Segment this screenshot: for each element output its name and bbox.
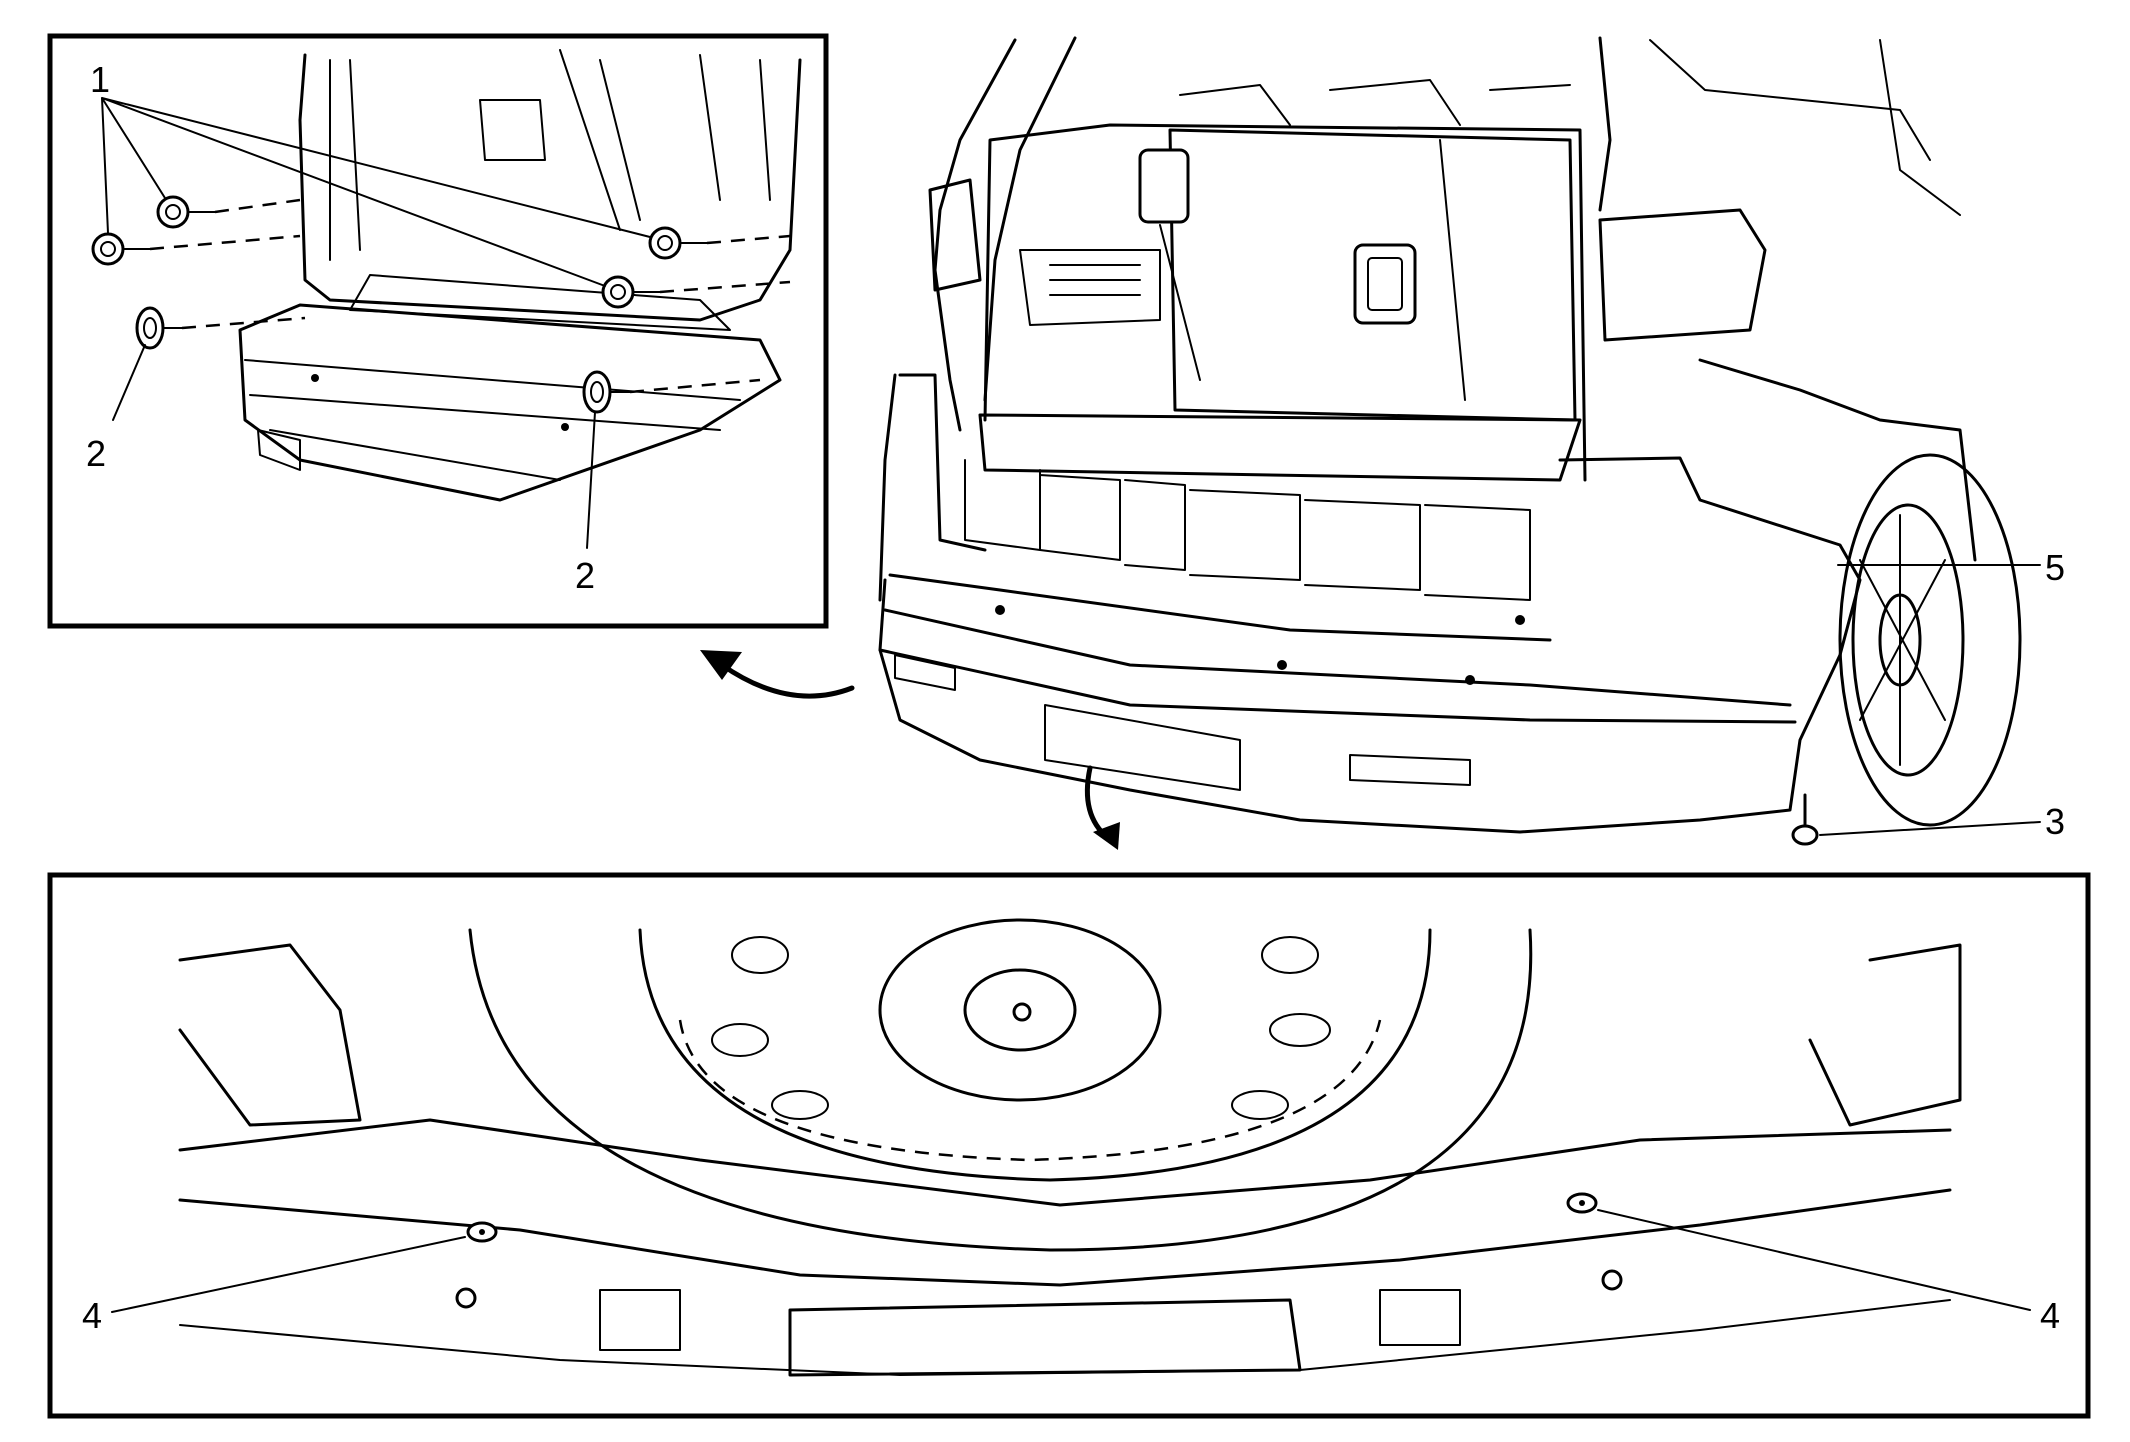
rim-hole xyxy=(771,1090,829,1120)
spare-tire-outer xyxy=(468,928,1533,1252)
seatbelt xyxy=(1159,224,1201,381)
callout-2a: 2 xyxy=(86,433,106,474)
right-pillar xyxy=(1598,36,1612,212)
vehicle-rear-view: 5 3 xyxy=(878,36,2065,846)
leader-line-2a xyxy=(112,344,146,421)
roof-lines xyxy=(1649,39,1961,216)
trim-vents xyxy=(1049,264,1141,296)
inset-frame xyxy=(47,33,829,629)
callout-2b: 2 xyxy=(575,555,595,596)
fascia-upper-crease xyxy=(888,573,1552,642)
headrests xyxy=(1179,79,1571,126)
energy-absorber xyxy=(964,459,1531,601)
left-tail-lamp xyxy=(928,178,982,292)
fastener-4b xyxy=(1566,1192,1598,1214)
spare-hold-down xyxy=(1012,1002,1032,1022)
side-trim-panel xyxy=(479,99,546,161)
seat-split-line xyxy=(1439,139,1466,401)
fastener-1a xyxy=(156,195,216,229)
leader-line-3 xyxy=(1819,821,2041,836)
leader-line-4b xyxy=(1597,1209,2031,1311)
park-sensor xyxy=(995,605,1005,615)
cargo-interior-lines xyxy=(329,49,771,261)
left-trim-panel xyxy=(1019,249,1161,326)
rim-hole xyxy=(1231,1090,1289,1120)
rear-tire xyxy=(1838,453,2022,827)
left-reflector xyxy=(894,654,956,691)
spare-center xyxy=(963,968,1077,1052)
align-line xyxy=(659,280,791,294)
fascia-step xyxy=(883,608,1792,707)
align-line xyxy=(706,234,791,245)
right-frame-rail xyxy=(1808,943,1962,1127)
quarter-panel xyxy=(1698,358,1977,562)
park-sensor xyxy=(1465,675,1475,685)
fastener-1d xyxy=(601,275,661,309)
rim-hole xyxy=(1269,1013,1331,1047)
rear-bumper-fascia xyxy=(878,456,1862,834)
park-sensor xyxy=(1277,660,1287,670)
rim-hole xyxy=(711,1023,769,1057)
cargo-floor xyxy=(349,274,731,331)
align-line xyxy=(149,234,301,251)
park-sensor xyxy=(1515,615,1525,625)
rim-hole xyxy=(731,936,789,974)
fastener-2b xyxy=(582,370,631,414)
bottom-frame xyxy=(47,872,2091,1419)
callout-1: 1 xyxy=(90,59,110,100)
fastener-3 xyxy=(1791,793,1819,846)
fascia-lower-edge xyxy=(178,1188,1952,1287)
curved-arrow-icon xyxy=(700,650,855,699)
callout-4b: 4 xyxy=(2040,1295,2060,1336)
detail-inset-fasteners: 1 2 2 xyxy=(47,33,829,629)
leader-line-4a xyxy=(111,1236,466,1313)
seat-latch-handle xyxy=(1353,243,1417,325)
fastener-1b xyxy=(91,232,151,266)
inset-sensor-dot xyxy=(561,423,569,431)
left-frame-rail xyxy=(178,943,362,1127)
spare-wheel-rim xyxy=(638,928,1432,1182)
cargo-opening xyxy=(983,123,1587,482)
wheel-spokes xyxy=(1859,514,1946,766)
cargo-floor xyxy=(978,413,1582,482)
leader-line-2b xyxy=(586,411,596,549)
inset-reflector xyxy=(257,429,301,471)
spare-hub xyxy=(878,918,1162,1102)
liftgate-opening xyxy=(298,53,802,322)
wheel-rim xyxy=(1851,503,1965,777)
left-d-pillar xyxy=(933,38,1017,432)
inset-bumper-contours xyxy=(244,359,741,481)
underside-view: 4 4 xyxy=(47,872,2091,1419)
fastener-2a xyxy=(135,306,183,350)
fastener-4a xyxy=(466,1221,498,1243)
right-tail-lamp xyxy=(1598,208,1767,342)
callout-3: 3 xyxy=(2045,801,2065,842)
rim-hole xyxy=(1261,936,1319,974)
align-line xyxy=(181,316,306,330)
headrest-latch xyxy=(1138,148,1190,224)
fastener-1c xyxy=(648,226,708,260)
tow-brackets xyxy=(599,1289,1461,1351)
fascia-lower-crease xyxy=(878,648,1797,724)
bumper-beam xyxy=(178,1118,1952,1207)
clip xyxy=(1601,1269,1623,1291)
callout-4a: 4 xyxy=(82,1295,102,1336)
right-reflector xyxy=(1349,754,1471,786)
leader-line-1 xyxy=(101,97,651,287)
clip xyxy=(455,1287,477,1309)
license-recess xyxy=(1044,704,1241,791)
align-line xyxy=(629,378,761,394)
lower-valance xyxy=(788,1298,1302,1377)
rim-dashed-contour xyxy=(678,1019,1382,1162)
seat-latch-inner xyxy=(1367,257,1403,311)
inset-sensor-dot-2 xyxy=(311,374,319,382)
left-pillar-inner xyxy=(983,36,1077,402)
callout-5: 5 xyxy=(2045,547,2065,588)
left-bumper-edge xyxy=(878,373,987,602)
curved-arrow-icon xyxy=(1084,765,1120,850)
inset-bumper-fascia xyxy=(238,303,782,502)
